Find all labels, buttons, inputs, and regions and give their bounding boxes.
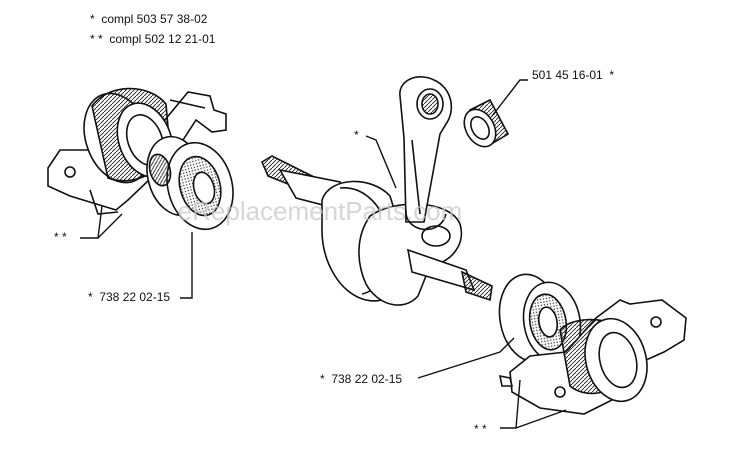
leader-lines: [80, 79, 567, 429]
needle-bearing: [463, 98, 510, 148]
watermark-text: eReplacementParts.com: [178, 196, 463, 226]
right-bearing-housing: [498, 299, 687, 415]
needle-bearing-label: 501 45 16-01 *: [532, 68, 615, 82]
left-housing-label: * *: [54, 230, 67, 244]
left-ball-bearing: [146, 135, 234, 231]
left-housing-leader: [80, 205, 123, 239]
left-bearing-label: * 738 22 02-15: [88, 290, 171, 304]
right-bearing-label: * 738 22 02-15: [320, 372, 403, 386]
right-housing-leader: [500, 379, 567, 429]
crankshaft-label: *: [354, 128, 359, 142]
legend-line-1: * compl 503 57 38-02: [90, 12, 208, 26]
crankshaft: [260, 155, 493, 306]
right-bearing-leader: [417, 337, 515, 379]
legend-line-2: * * compl 502 12 21-01: [90, 32, 216, 46]
right-housing-label: * *: [474, 422, 487, 436]
connecting-rod: [399, 76, 453, 231]
left-bearing-leader: [180, 232, 193, 299]
